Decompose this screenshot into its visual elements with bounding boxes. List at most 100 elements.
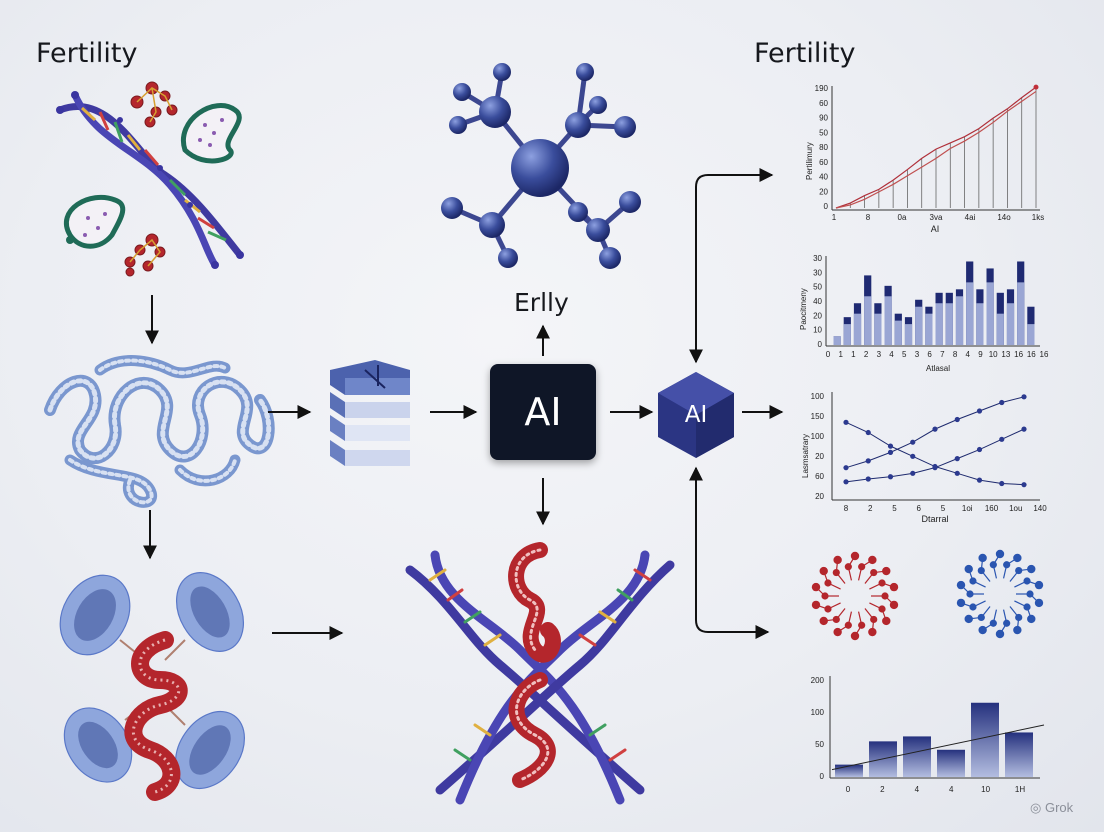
molecule-atoms (441, 63, 641, 269)
red-molecule-icon-2 (124, 233, 166, 277)
chart-1-y-tick: 60 (819, 158, 828, 167)
ring-node (878, 579, 886, 587)
chart-2-bar-inner (1006, 303, 1015, 345)
chart-2-x-tick: 8 (953, 350, 958, 359)
chart-4-bar (937, 749, 965, 777)
chart-2-bar-inner (894, 320, 902, 345)
chart-3-y-tick: 20 (815, 492, 824, 501)
chart-3-x-tick: 6 (917, 504, 922, 513)
chart-2-bar-inner (864, 296, 872, 345)
chart-3-series (843, 394, 1027, 488)
chart-3-point (843, 479, 849, 485)
ring-node (1015, 613, 1023, 622)
chart-1-y-tick: 20 (819, 187, 828, 196)
ring-node (964, 564, 973, 574)
chart-3-point (910, 470, 916, 476)
chart-2-bars (833, 261, 1035, 345)
chart-1-x-tick: 1ks (1032, 213, 1044, 222)
chart-3-point (1021, 394, 1027, 400)
chart-1-x-tick: 4ai (965, 213, 976, 222)
chart-4-bars (831, 702, 1045, 777)
chart-2-bar-inner (935, 303, 943, 345)
chart-4-y-tick: 0 (820, 772, 825, 781)
chart-2-y-tick: 0 (818, 340, 823, 349)
ring-node (1023, 603, 1031, 611)
chart-1-y-tick: 50 (819, 128, 828, 137)
chart-2-bar-inner (966, 282, 974, 345)
ring-node (1003, 561, 1011, 569)
chart-3-point (887, 474, 894, 480)
ring-node (832, 615, 840, 624)
ring-node (1034, 598, 1044, 608)
chart-2-x-tick: 0 (826, 350, 831, 359)
chart-3-x-tick: 8 (844, 504, 849, 513)
ring-node (977, 613, 985, 622)
chart-2-y-tick: 40 (813, 297, 822, 306)
chart-2-bar-inner (843, 324, 851, 345)
watermark: ◎ Grok (1030, 800, 1073, 816)
ring-node (858, 621, 866, 629)
ring-node (969, 577, 977, 585)
ring-node (821, 592, 829, 600)
bracket-arrow-down (689, 466, 770, 639)
chart-4-x-tick: 0 (846, 785, 851, 794)
ring-node (850, 551, 860, 561)
chart-3-point (887, 449, 894, 455)
chart-1-x-tick: 14o (997, 213, 1011, 222)
title-right: Fertility (754, 38, 856, 69)
chart-3-point (843, 419, 849, 425)
chart-2-ylabel: Paocitmeny (799, 288, 808, 330)
chart-2-x-tick: 1 (838, 350, 843, 359)
chart-4-trend-line (831, 724, 1045, 771)
chart-3-point (954, 456, 960, 462)
chart-2-x-tick: 16 (1040, 350, 1049, 359)
chart-2-bar-inner (996, 313, 1004, 345)
ring-node (1003, 619, 1011, 627)
chart-2-bar-inner (945, 303, 953, 345)
ring-node (824, 605, 832, 613)
chart-1-line-1 (835, 86, 1037, 209)
chart-3-x-tick: 5 (892, 504, 897, 513)
ring-node (989, 561, 997, 569)
chart-1-y-tick: 60 (819, 99, 828, 108)
chart-4-bar (1005, 732, 1033, 777)
dna-cross-icon (405, 542, 675, 805)
chart-3-point (954, 416, 960, 423)
chart-3-point (865, 476, 871, 482)
chart-1-y-tick: 0 (824, 202, 829, 211)
ring-node (868, 555, 877, 565)
bracket-arrow-up (689, 168, 774, 364)
ring-node (819, 566, 828, 576)
chart-1-series (835, 84, 1039, 209)
chart-4-y-tick: 50 (815, 740, 824, 749)
chart-2-x-tick: 3 (877, 350, 882, 359)
chart-2-bar-inner (915, 306, 923, 345)
ring-node (969, 603, 977, 611)
chart-3-point (954, 470, 960, 476)
cell-cluster-icon (59, 572, 246, 801)
ring-node (1026, 590, 1034, 598)
chart-2-x-tick: 1 (851, 350, 856, 359)
chart-2-x-tick: 13 (1001, 350, 1010, 359)
ring-node (966, 590, 974, 598)
chart-2-bar-inner (986, 282, 994, 345)
chart-3-point (865, 458, 871, 464)
chart-4-y-tick: 100 (811, 708, 825, 717)
ring-node (889, 582, 899, 592)
chart-2-axes (825, 256, 1040, 347)
ring-node (824, 579, 832, 587)
chart-3-point (999, 399, 1005, 406)
chart-2-x-tick: 9 (978, 350, 983, 359)
ring-node (833, 627, 842, 637)
ring-node (1023, 577, 1031, 585)
chart-2-bar-inner (853, 313, 862, 345)
ring-node (882, 616, 891, 626)
chart-3-point (976, 477, 983, 483)
chart-2-bar-inner (955, 296, 964, 345)
chart-2-x-tick: 5 (902, 350, 907, 359)
chart-1-xlabel: AI (931, 224, 940, 234)
chart-3-point (976, 408, 983, 414)
